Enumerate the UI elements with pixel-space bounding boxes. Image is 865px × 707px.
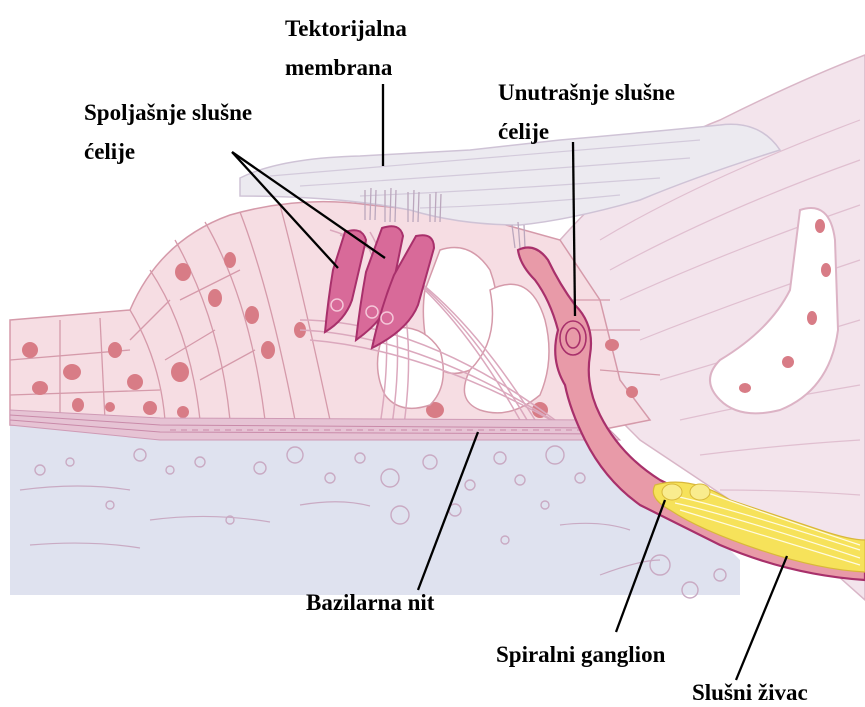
label-outer-hair-cells-line2: ćelije — [84, 137, 135, 166]
label-inner-hair-cells-line1: Unutrašnje slušne — [498, 78, 675, 107]
label-spiral-ganglion: Spiralni ganglion — [496, 640, 665, 669]
label-outer-hair-cells-line1: Spoljašnje slušne — [84, 98, 252, 127]
label-inner-hair-cells-line2: ćelije — [498, 117, 549, 146]
nerve-leader — [736, 556, 787, 680]
label-tectorial-membrane-line2: membrana — [285, 53, 392, 82]
label-tectorial-membrane-line1: Tektorijalna — [285, 14, 407, 43]
scala-tympani-region — [10, 425, 740, 595]
label-basilar-membrane: Bazilarna nit — [306, 588, 434, 617]
label-auditory-nerve: Slušni živac — [692, 678, 808, 707]
